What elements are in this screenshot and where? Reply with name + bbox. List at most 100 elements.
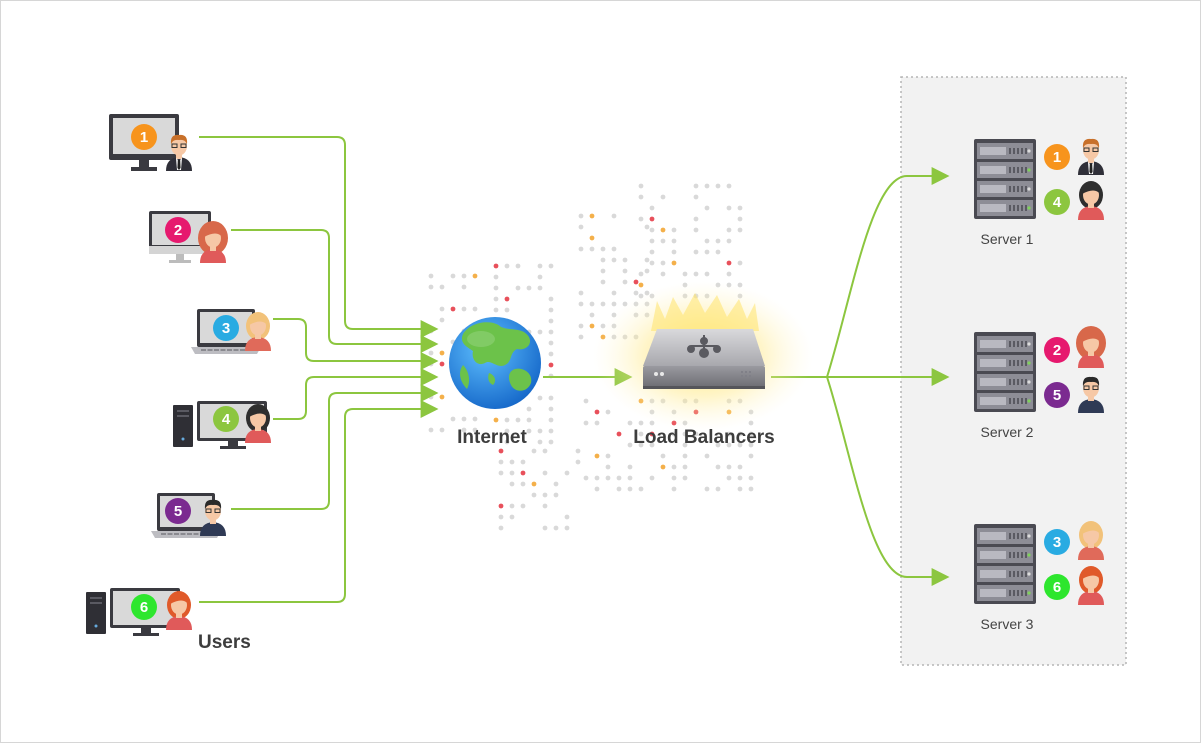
server-name-label: Server 3: [981, 616, 1034, 632]
map-dot: [450, 306, 456, 312]
map-dot: [450, 273, 456, 279]
map-dot: [605, 409, 611, 415]
map-dot: [737, 260, 743, 266]
svg-text:1: 1: [140, 129, 148, 146]
map-dot: [589, 235, 595, 241]
map-dot: [715, 442, 721, 448]
map-dot: [428, 394, 434, 400]
map-dot: [726, 183, 732, 189]
map-dot: [682, 431, 688, 437]
map-dot: [575, 459, 581, 465]
map-dot: [693, 249, 699, 255]
map-dot: [520, 481, 526, 487]
map-dot: [671, 260, 677, 266]
map-dot: [627, 475, 633, 481]
map-dot: [548, 329, 554, 335]
map-dot: [504, 428, 510, 434]
load-balancers-label: Load Balancers: [633, 427, 775, 448]
map-dot: [638, 271, 644, 277]
map-dot: [693, 227, 699, 233]
map-dot: [682, 271, 688, 277]
map-dot: [439, 427, 445, 433]
map-dot: [537, 428, 543, 434]
map-dot: [638, 194, 644, 200]
svg-text:4: 4: [1053, 194, 1062, 211]
map-dot: [737, 227, 743, 233]
map-dot: [682, 464, 688, 470]
map-dot: [693, 183, 699, 189]
map-dot: [548, 395, 554, 401]
map-dot: [594, 486, 600, 492]
map-dot: [589, 312, 595, 318]
map-dot: [578, 334, 584, 340]
map-dot: [682, 475, 688, 481]
map-dot: [671, 475, 677, 481]
map-dot: [627, 420, 633, 426]
server-name-label: Server 1: [981, 231, 1034, 247]
map-dot: [638, 431, 644, 437]
map-dot: [622, 257, 628, 263]
map-dot: [509, 503, 515, 509]
map-dot: [644, 224, 650, 230]
map-dot: [461, 284, 467, 290]
user-3: 3: [191, 309, 271, 354]
map-dot: [531, 492, 537, 498]
server-3-user-6: 6: [1044, 566, 1104, 605]
map-dot: [649, 249, 655, 255]
map-dot: [548, 439, 554, 445]
avatar: [1078, 138, 1104, 175]
map-dot: [578, 301, 584, 307]
map-dot: [439, 306, 445, 312]
connection-arrows: [199, 136, 950, 603]
user-number-badge: 2: [165, 217, 191, 243]
svg-text:6: 6: [1053, 579, 1061, 596]
map-dot: [428, 284, 434, 290]
map-dot: [649, 475, 655, 481]
map-dot: [616, 475, 622, 481]
map-dot: [537, 274, 543, 280]
map-dot: [537, 329, 543, 335]
map-dot: [622, 279, 628, 285]
user-1: 1: [109, 114, 192, 171]
map-dot: [428, 427, 434, 433]
map-dot: [504, 296, 510, 302]
map-dot: [748, 486, 754, 492]
map-dot: [498, 503, 504, 509]
map-dot: [548, 417, 554, 423]
map-dot: [715, 238, 721, 244]
map-dot: [616, 486, 622, 492]
map-dot: [509, 459, 515, 465]
internet-label: Internet: [457, 427, 527, 448]
map-dot: [726, 442, 732, 448]
map-dot: [649, 238, 655, 244]
map-dot: [439, 284, 445, 290]
map-dot: [594, 475, 600, 481]
svg-text:3: 3: [222, 320, 230, 337]
map-dot: [520, 470, 526, 476]
map-dot: [537, 263, 543, 269]
map-dot: [737, 431, 743, 437]
map-dot: [439, 317, 445, 323]
server-name-label: Server 2: [981, 424, 1034, 440]
arrow-user-4-to-internet: [273, 368, 439, 420]
user-5: 5: [151, 493, 226, 538]
map-dot: [726, 464, 732, 470]
map-dot: [611, 213, 617, 219]
map-dot: [611, 246, 617, 252]
map-dot: [553, 525, 559, 531]
map-dot: [611, 290, 617, 296]
map-dot: [693, 194, 699, 200]
server-2-user-2: 2: [1044, 326, 1106, 368]
svg-text:5: 5: [174, 503, 182, 520]
map-dot: [504, 307, 510, 313]
map-dot: [605, 464, 611, 470]
map-dot: [627, 486, 633, 492]
map-dot: [548, 362, 554, 368]
map-dot: [594, 409, 600, 415]
map-dot: [704, 249, 710, 255]
map-dot: [450, 416, 456, 422]
map-dot: [644, 268, 650, 274]
